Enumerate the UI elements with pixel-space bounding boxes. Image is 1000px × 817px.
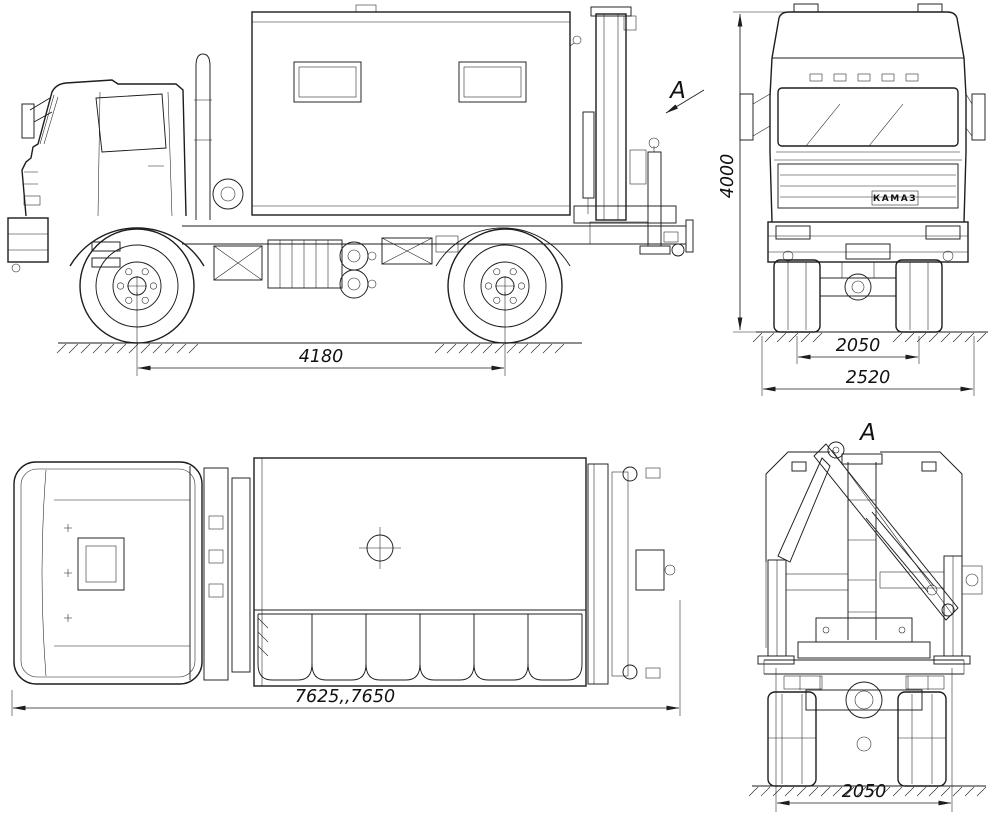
- cab-plan: [13, 461, 203, 685]
- body-plan: [253, 457, 587, 687]
- crane-side: [573, 6, 685, 257]
- crane-rear: [777, 441, 959, 659]
- view-arrow-a-arrow: [665, 89, 705, 114]
- side-equipment: [267, 235, 459, 299]
- ground-line: [752, 331, 988, 343]
- top-length-dim-text: 7625,,7650: [295, 687, 395, 707]
- grille-badge-text: КАМАЗ: [873, 194, 917, 204]
- dimension-wheelbase: 4180: [136, 292, 506, 376]
- top-view: 7625,,7650: [11, 457, 681, 716]
- chassis-plan: [203, 467, 251, 681]
- rear-view-label: A: [858, 420, 876, 446]
- dimension-height: 4000: [718, 11, 786, 333]
- front-width-dim-text: 2520: [846, 368, 891, 388]
- rear-fender: [435, 227, 571, 267]
- rear-view: A: [748, 420, 987, 812]
- left-outrigger: [757, 559, 849, 665]
- front-height-dim-text: 4000: [718, 154, 738, 199]
- view-arrow-a-label: A: [668, 78, 686, 104]
- ground-line: [748, 785, 987, 797]
- front-track-dim-text: 2050: [836, 336, 881, 356]
- cab-front: КАМАЗ: [739, 3, 986, 263]
- rear-wheels: [767, 691, 947, 787]
- rear-axle: [763, 659, 965, 752]
- rear-track-dim-text: 2050: [842, 782, 887, 802]
- right-outrigger: [879, 555, 983, 665]
- side-view: 4180: [7, 4, 694, 376]
- front-view: A КАМАЗ: [665, 3, 988, 396]
- dimension-rear-track: 2050: [775, 668, 953, 812]
- box-body: [251, 4, 582, 216]
- dimension-overall-width: 2520: [761, 336, 975, 396]
- front-axle: [773, 259, 943, 333]
- side-wheelbase-dim-text: 4180: [299, 347, 344, 367]
- right-mirror: [965, 93, 986, 141]
- view-arrow-a: A: [665, 78, 705, 114]
- dimension-overall-length: 7625,,7650: [11, 600, 681, 716]
- front-fender: [69, 227, 205, 267]
- cab-side: [7, 53, 263, 281]
- dimension-track: 2050: [796, 336, 920, 364]
- crane-plan: [587, 463, 676, 685]
- left-mirror: [739, 93, 771, 141]
